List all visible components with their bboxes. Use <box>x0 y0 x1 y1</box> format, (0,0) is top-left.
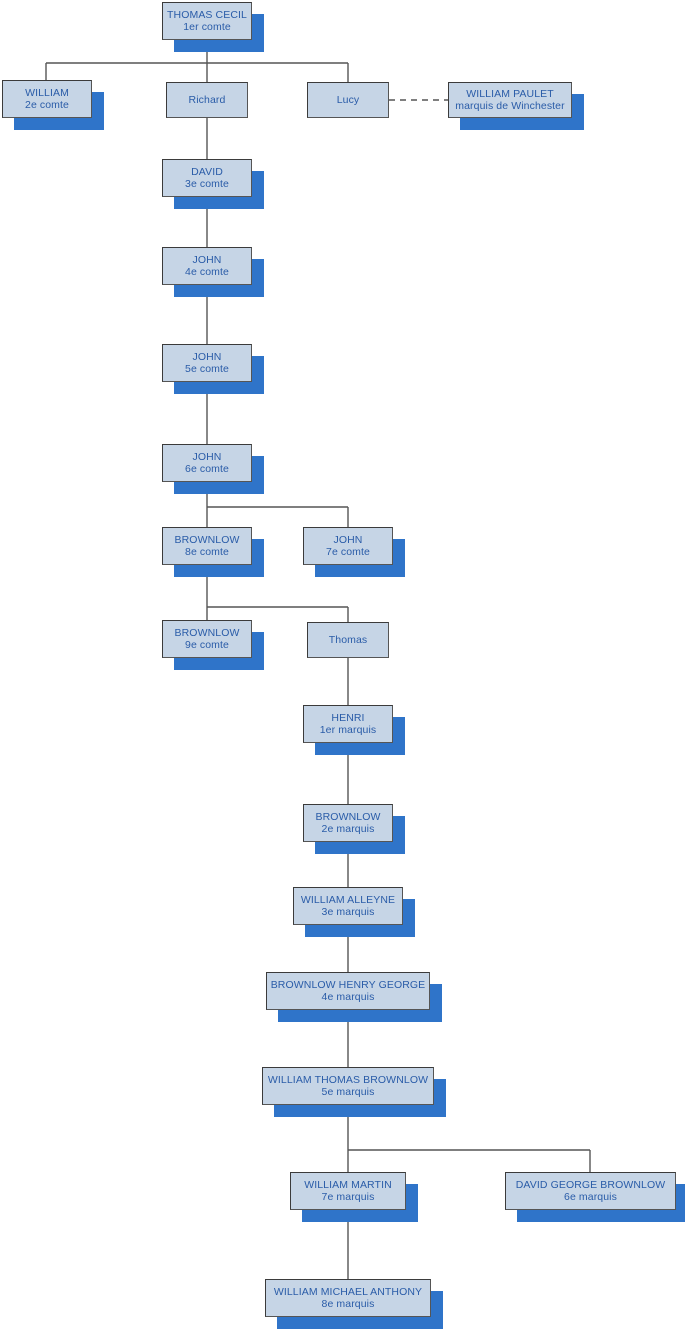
node-name: JOHN <box>192 253 222 266</box>
node-name: JOHN <box>192 450 222 463</box>
node-title: 5e comte <box>185 363 229 375</box>
node-title: 7e comte <box>326 546 370 558</box>
node-box: Lucy <box>307 82 389 118</box>
node-name: JOHN <box>333 533 363 546</box>
node-title: 8e comte <box>185 546 229 558</box>
node-name: BROWNLOW HENRY GEORGE <box>270 978 426 991</box>
node-title: 3e marquis <box>321 906 375 918</box>
node-name: JOHN <box>192 350 222 363</box>
node-title: marquis de Winchester <box>455 100 565 112</box>
node-name: DAVID GEORGE BROWNLOW <box>515 1178 666 1191</box>
node-box: Thomas <box>307 622 389 658</box>
node-name: BROWNLOW <box>315 810 381 823</box>
node-name: THOMAS CECIL <box>167 8 247 21</box>
node-name: WILLIAM PAULET <box>466 87 554 100</box>
node-thomas[interactable]: Thomas <box>307 622 389 658</box>
node-name: HENRI <box>331 711 365 724</box>
node-name: BROWNLOW <box>174 626 240 639</box>
node-box: Richard <box>166 82 248 118</box>
node-title: 3e comte <box>185 178 229 190</box>
node-name: Thomas <box>328 633 368 646</box>
node-name: BROWNLOW <box>174 533 240 546</box>
node-title: 6e marquis <box>564 1191 617 1203</box>
node-name: WILLIAM <box>25 86 69 99</box>
node-name: DAVID <box>191 165 223 178</box>
node-title: 7e marquis <box>321 1191 375 1203</box>
node-name: WILLIAM MICHAEL ANTHONY <box>273 1285 423 1298</box>
node-title: 1er comte <box>183 21 231 33</box>
node-title: 4e comte <box>185 266 229 278</box>
node-title: 5e marquis <box>321 1086 375 1098</box>
node-name: Richard <box>188 93 226 106</box>
node-title: 4e marquis <box>321 991 375 1003</box>
node-name: WILLIAM MARTIN <box>304 1178 392 1191</box>
node-title: 6e comte <box>185 463 229 475</box>
node-name: WILLIAM THOMAS BROWNLOW <box>267 1073 429 1086</box>
node-title: 8e marquis <box>321 1298 375 1310</box>
node-title: 2e comte <box>25 99 69 111</box>
node-title: 9e comte <box>185 639 229 651</box>
node-title: 2e marquis <box>321 823 375 835</box>
node-title: 1er marquis <box>319 724 377 736</box>
node-name: WILLIAM ALLEYNE <box>300 893 396 906</box>
node-name: Lucy <box>336 93 360 106</box>
node-lucy[interactable]: Lucy <box>307 82 389 118</box>
node-richard[interactable]: Richard <box>166 82 248 118</box>
